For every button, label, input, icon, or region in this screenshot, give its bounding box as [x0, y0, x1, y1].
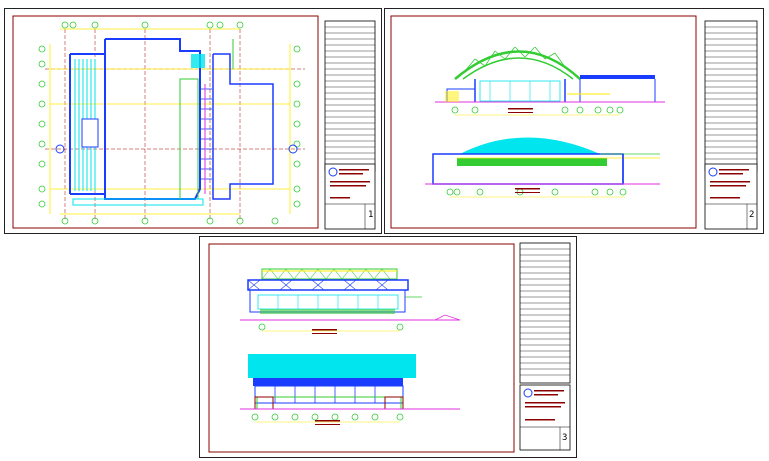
drawing-sheet-1: 1	[4, 8, 382, 234]
drawing-sheet-2: 2	[384, 8, 764, 234]
sections-drawing: 3	[208, 242, 571, 453]
upper-section	[435, 46, 665, 116]
sheet-number: 1	[368, 210, 373, 220]
logo-icon	[523, 388, 533, 398]
bleachers-right	[201, 88, 212, 180]
title-block-1: 1	[324, 20, 376, 230]
title-block-2: 2	[704, 20, 758, 230]
section-markers	[55, 39, 298, 154]
drawing-frame	[12, 15, 319, 229]
drawing-sheet-3: 3	[199, 236, 577, 458]
drawing-frame	[390, 15, 697, 229]
annex-walls	[212, 53, 274, 200]
dimension-lines	[49, 28, 291, 215]
sheet-number: 3	[562, 433, 567, 443]
floor-plan-drawing: 1	[12, 15, 376, 230]
lower-elevation	[425, 137, 660, 198]
court-line	[179, 78, 199, 200]
title-block-3: 3	[519, 242, 571, 451]
section-elevation-drawing: 2	[390, 15, 758, 230]
sheet-number: 2	[749, 210, 754, 220]
axis-bubbles	[38, 21, 301, 225]
upper-section	[240, 268, 461, 334]
lower-section	[240, 354, 460, 425]
drawing-frame	[208, 243, 515, 453]
logo-icon	[708, 167, 718, 177]
logo-icon	[328, 167, 338, 177]
